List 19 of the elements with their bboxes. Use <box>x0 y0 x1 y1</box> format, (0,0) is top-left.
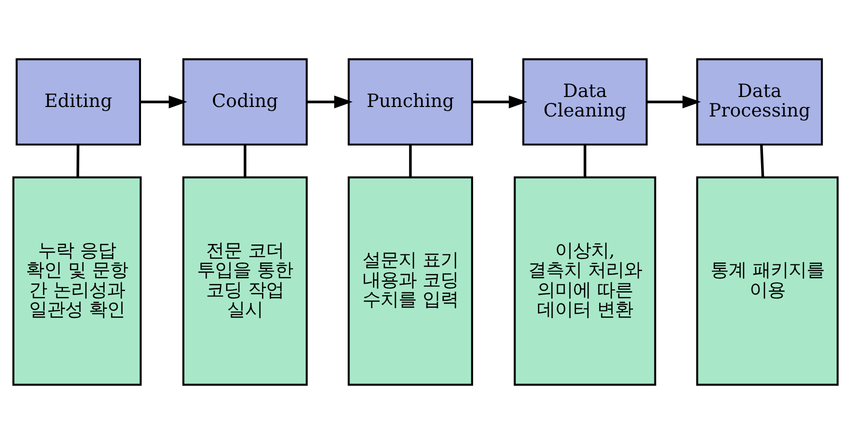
arrow <box>472 95 528 108</box>
arrow <box>646 95 701 108</box>
node-box: 이상치, 결측치 처리와 의미에 따른 데이터 변환 <box>514 176 656 386</box>
connector <box>244 144 246 178</box>
node-box: Punching <box>348 58 474 146</box>
connector <box>409 144 412 178</box>
arrow <box>140 95 188 108</box>
node-box: 통계 패키지를 이용 <box>696 176 839 386</box>
node-box: 설문지 표기 내용과 코딩 수치를 입력 <box>348 176 474 386</box>
node-box: Data Cleaning <box>522 58 648 146</box>
connector <box>760 144 764 178</box>
node-box: Coding <box>182 58 308 146</box>
arrow <box>307 95 353 108</box>
connector <box>584 144 586 178</box>
node-box: Editing <box>16 58 142 146</box>
node-box: 누락 응답 확인 및 문항 간 논리성과 일관성 확인 <box>12 176 142 386</box>
connector <box>76 144 80 178</box>
node-box: Data Processing <box>696 58 823 146</box>
node-box: 전문 코더 투입을 통한 코딩 작업 실시 <box>182 176 308 386</box>
